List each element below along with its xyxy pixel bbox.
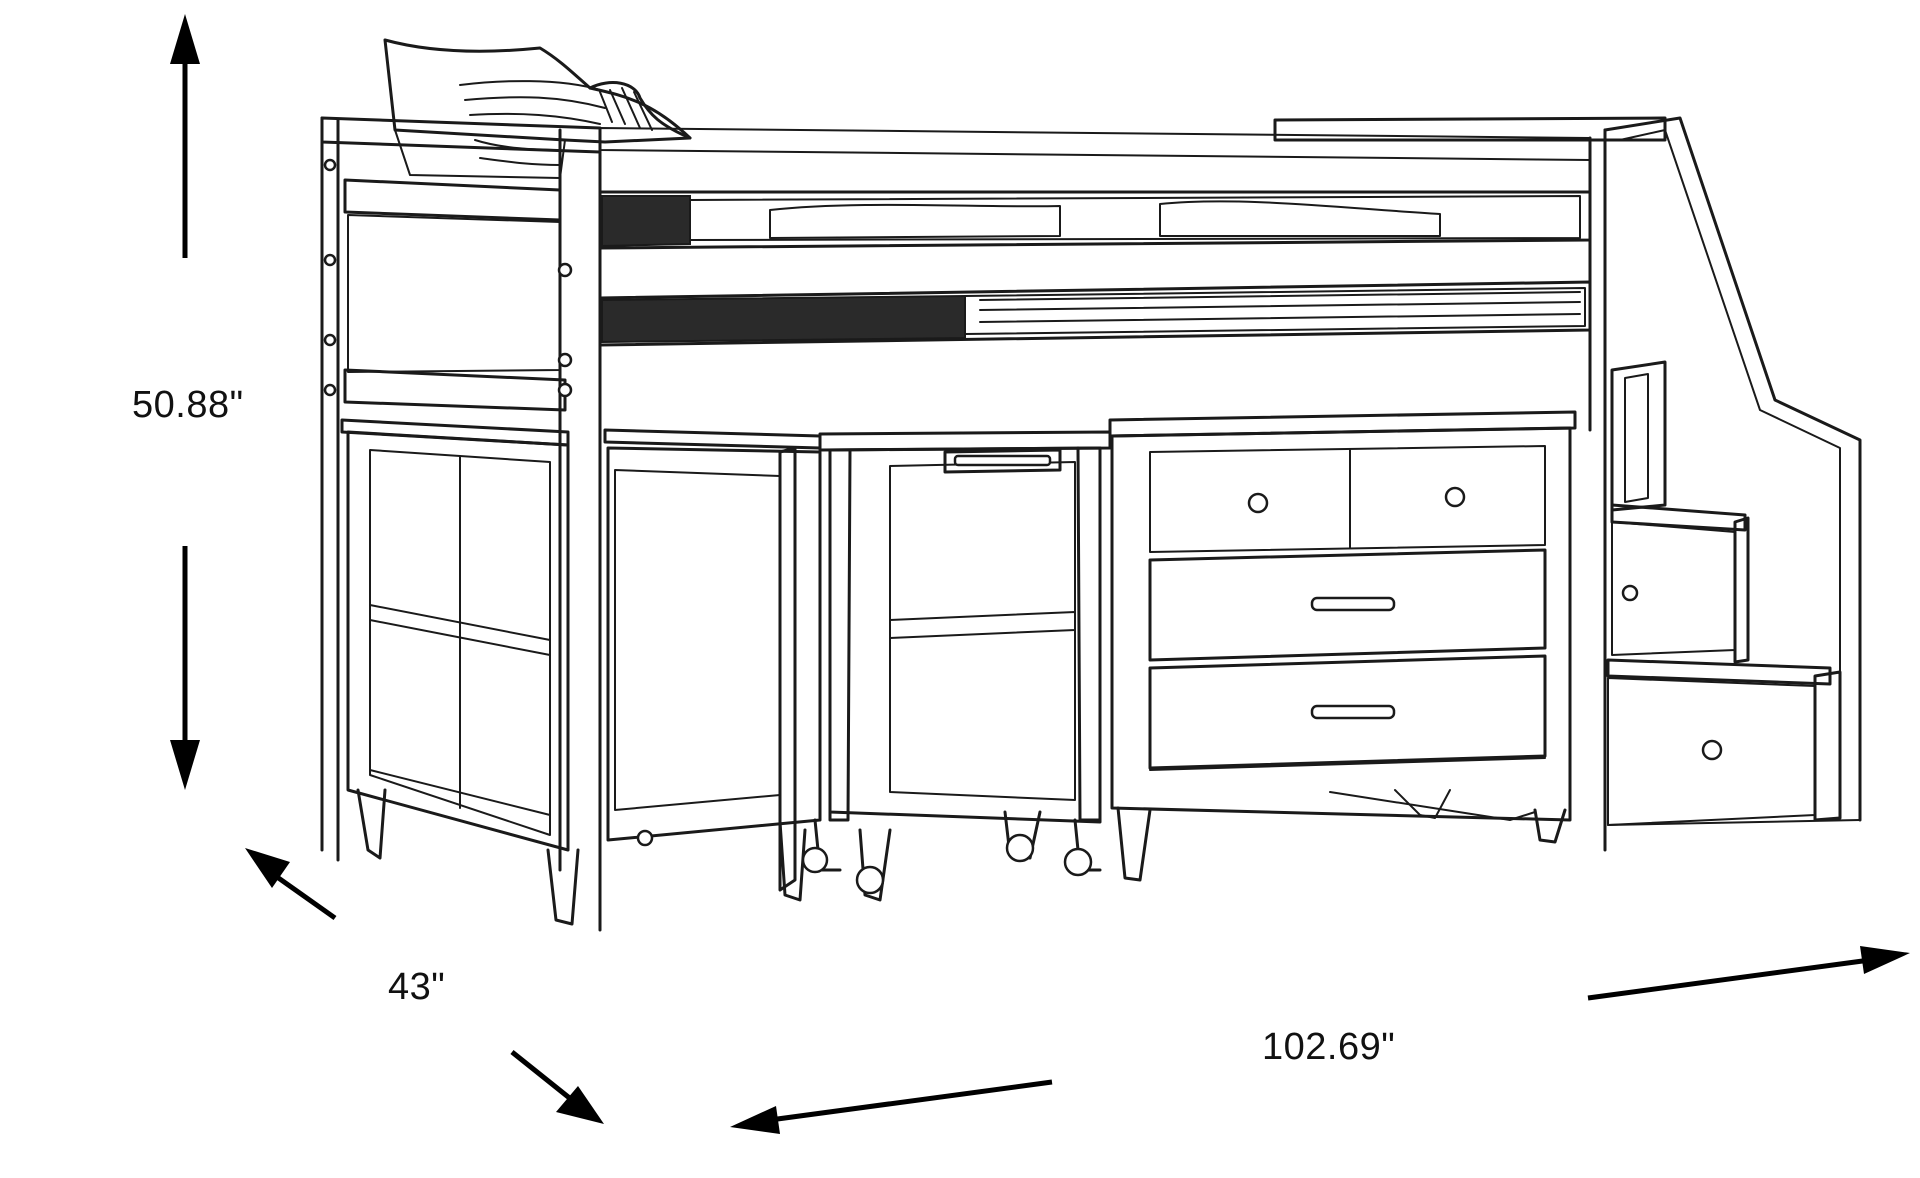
height-arrow-bottom [170,546,200,790]
width-arrow-right [1587,946,1910,1001]
staircase-storage [1603,116,1862,826]
depth-arrow-top [245,848,337,921]
center-cabinet [603,428,822,902]
pillow-illustration [383,38,692,179]
height-arrow-top [170,14,200,258]
dresser [1108,410,1577,882]
left-end-panel [320,116,602,932]
height-dimension-label: 50.88" [132,384,244,426]
width-arrow-left [730,1079,1053,1134]
width-dimension-label: 102.69" [1262,1026,1396,1068]
depth-dimension-label: 43" [388,966,446,1008]
depth-arrow-bottom [510,1050,604,1124]
left-bookcase [340,418,580,926]
bed-frame [598,116,1667,852]
desk-cart [801,430,1112,902]
